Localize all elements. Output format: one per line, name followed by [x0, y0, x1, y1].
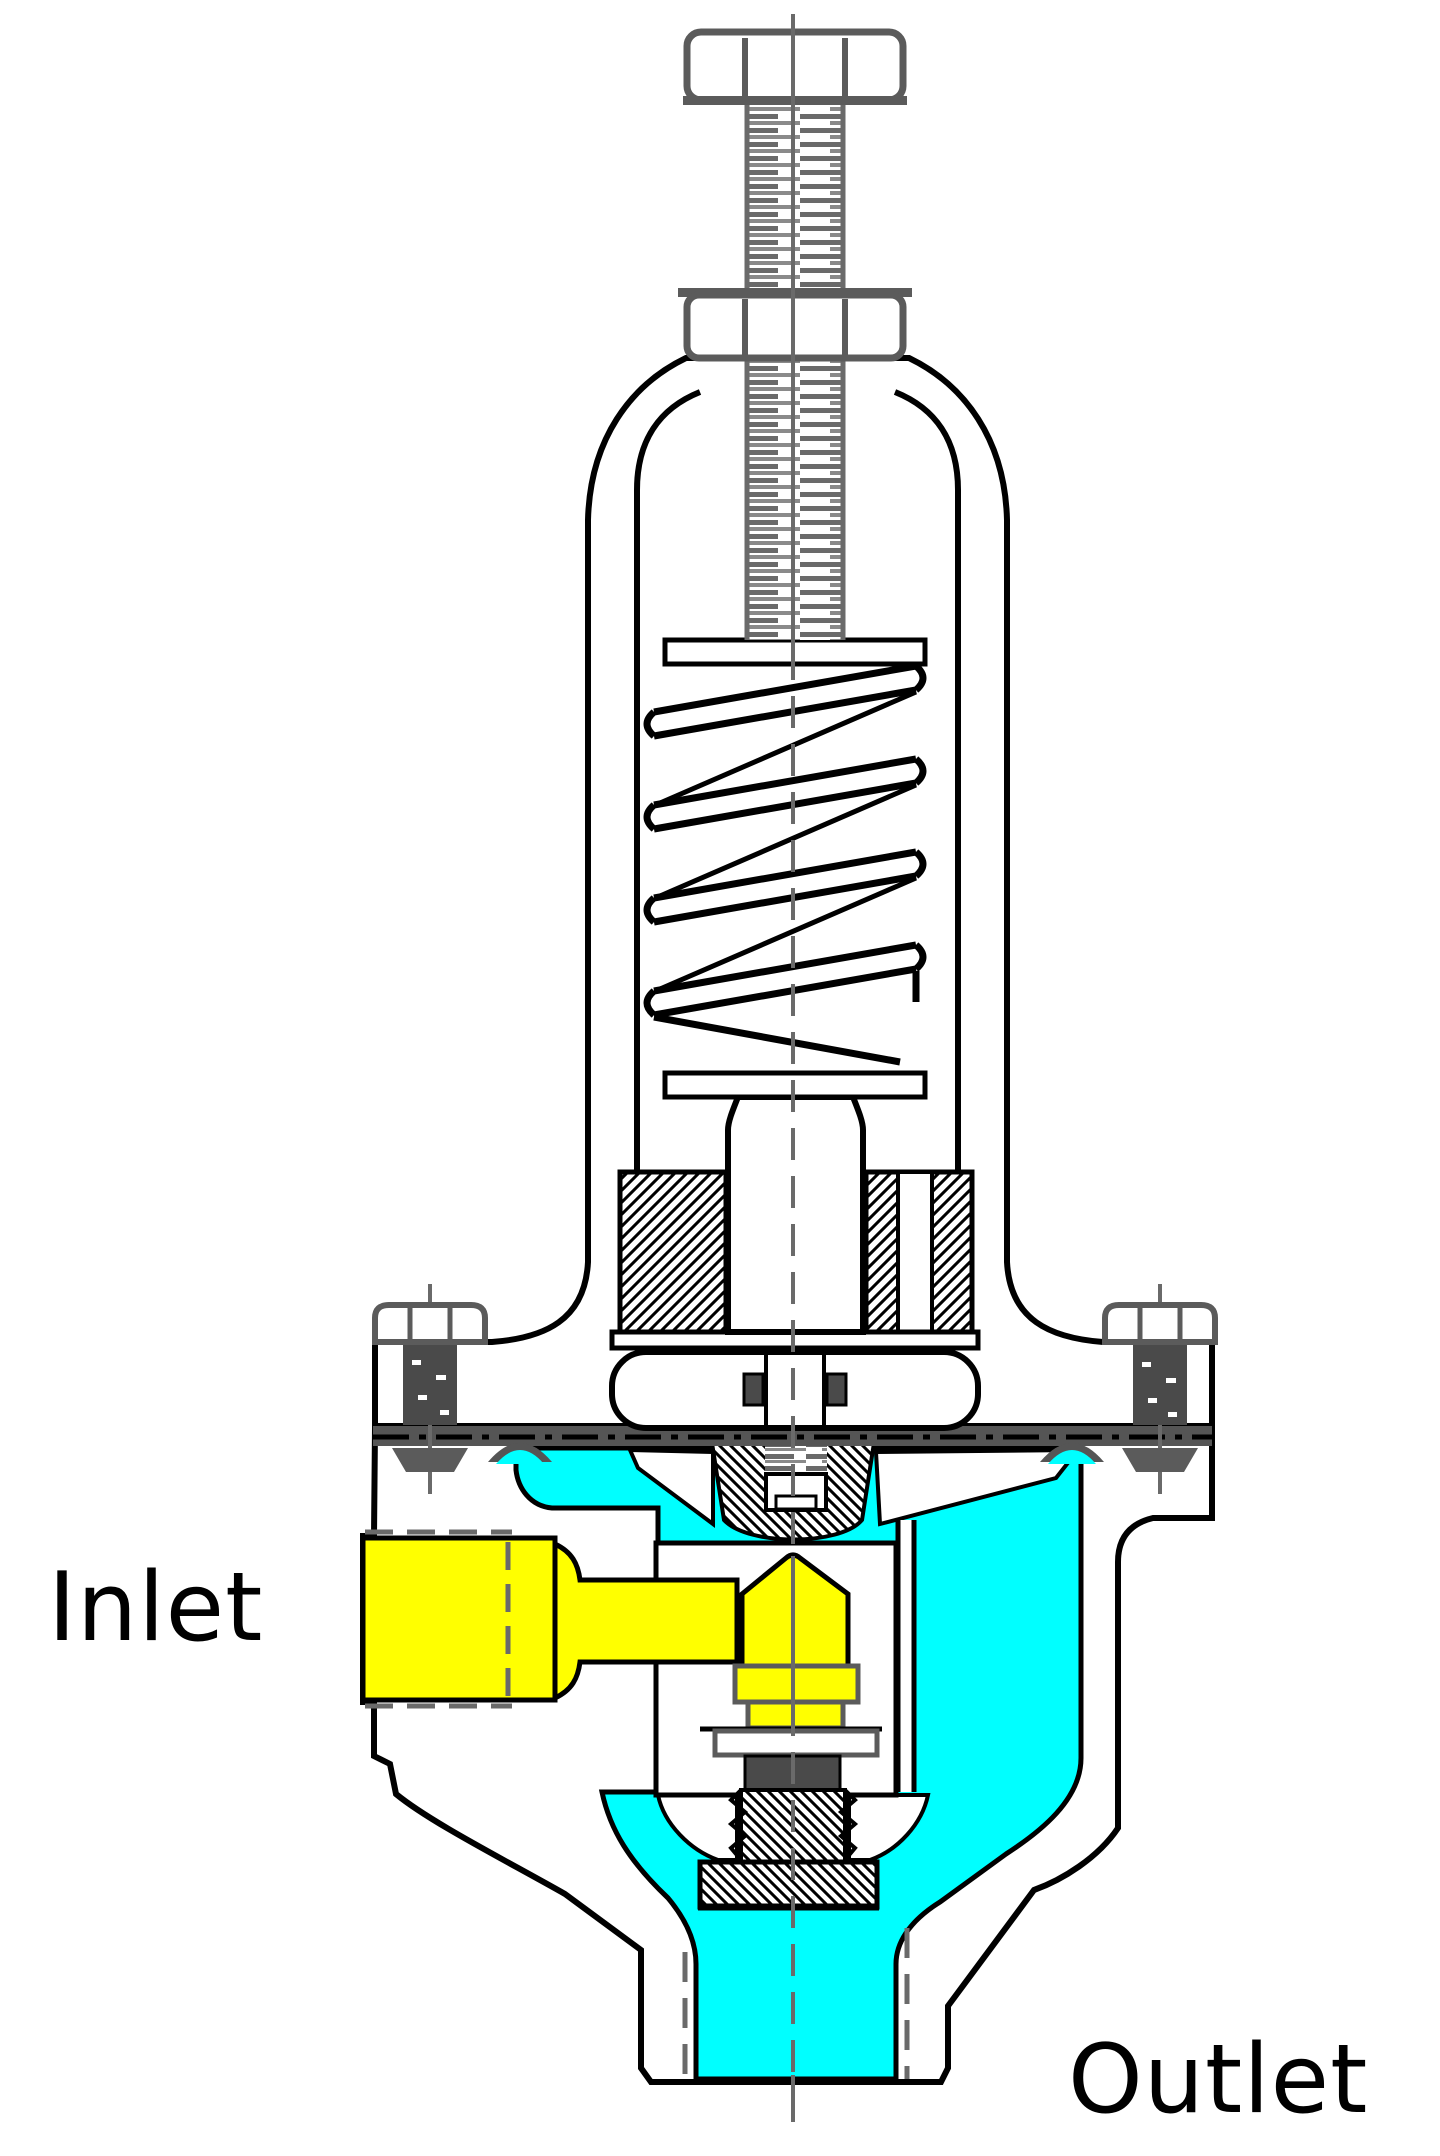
bolt-nut	[392, 1448, 468, 1472]
bolt-head	[1102, 1302, 1218, 1345]
clamp-bolt	[742, 1372, 765, 1407]
spring-plunger	[725, 1094, 866, 1335]
poppet-collar	[732, 1663, 861, 1705]
bolt-shank	[1133, 1345, 1187, 1425]
inlet-passage	[360, 1529, 740, 1709]
flange-bolt-right	[1102, 1284, 1218, 1494]
diaphragm-support-right	[873, 1447, 1083, 1527]
inlet-channel	[552, 1540, 740, 1702]
flange-bolt-left	[372, 1284, 488, 1494]
inlet-label: Inlet	[48, 1553, 263, 1663]
plug-thread-left	[727, 1788, 749, 1862]
bolt-nut	[1122, 1448, 1198, 1472]
bottom-plug	[697, 1788, 880, 1911]
inlet-port	[360, 1535, 558, 1703]
outlet-label: Outlet	[1068, 2025, 1368, 2135]
valve-seat	[700, 1726, 882, 1792]
bolt-head	[372, 1302, 488, 1345]
seat-ring	[712, 1728, 880, 1758]
diaphragm-support-left	[626, 1447, 715, 1528]
plug-thread-right	[837, 1788, 859, 1862]
clamp-bolt	[825, 1372, 848, 1407]
poppet-stem	[745, 1699, 846, 1731]
guide-bushing	[609, 1169, 981, 1351]
